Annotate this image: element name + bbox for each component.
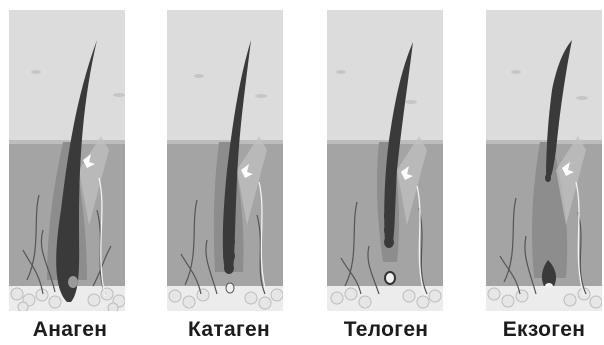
skin-surface-area: [486, 10, 602, 142]
exogen-illustration: [486, 10, 602, 311]
panel-catagen: [167, 10, 283, 311]
dermal-papilla: [68, 276, 78, 288]
anagen-illustration: [9, 10, 125, 311]
skin-surface-area: [327, 10, 443, 142]
telogen-illustration: [327, 10, 443, 311]
stage-label-telogen: Телоген: [316, 318, 456, 342]
panel-exogen: [486, 10, 602, 311]
catagen-illustration: [167, 10, 283, 311]
dust-speck: [255, 94, 267, 98]
panel-anagen: [9, 10, 125, 311]
dust-speck: [194, 74, 204, 78]
dermal-papilla: [226, 283, 234, 293]
dust-speck: [336, 70, 346, 74]
dust-speck: [576, 96, 588, 100]
dust-speck: [511, 70, 521, 74]
shrinking-bulb: [223, 235, 235, 274]
dermal-papilla: [545, 283, 553, 289]
stage-label-exogen: Екзоген: [474, 318, 604, 342]
stage-label-catagen: Катаген: [159, 318, 299, 342]
club-bulb: [384, 209, 394, 248]
dust-speck: [31, 70, 41, 74]
dust-speck: [113, 93, 125, 97]
skin-surface-area: [9, 10, 125, 142]
shed-hair-root: [545, 174, 551, 182]
stage-label-anagen: Анаген: [0, 318, 140, 342]
dermal-papilla: [385, 272, 395, 284]
dust-speck: [405, 100, 417, 104]
panel-telogen: [327, 10, 443, 311]
skin-surface-area: [167, 10, 283, 142]
